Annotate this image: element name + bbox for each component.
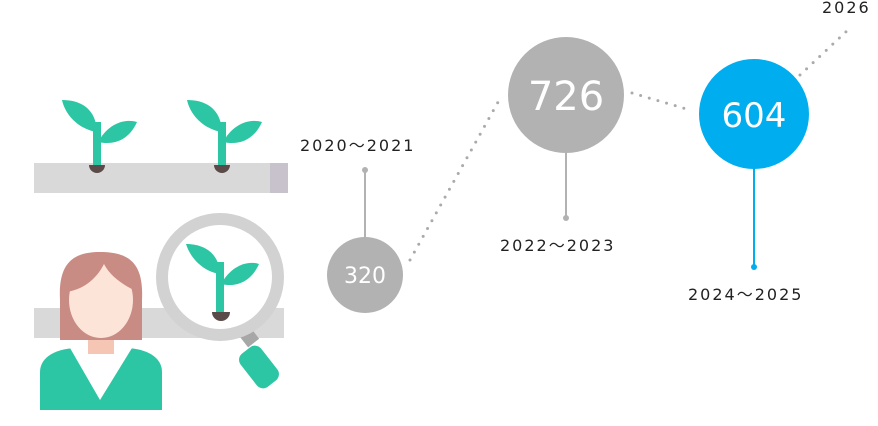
bubble-value: 726 xyxy=(528,74,604,120)
stem-dot xyxy=(563,215,569,221)
period-label: 2020～2021 xyxy=(300,136,416,155)
magnifier-icon xyxy=(156,213,284,389)
sprout-icon xyxy=(62,100,137,173)
shelf-top xyxy=(34,163,288,193)
bubble-2024-2025: 604 xyxy=(699,59,809,169)
researcher-illustration xyxy=(34,100,288,410)
connector-dotted xyxy=(798,26,852,77)
timeline-connectors xyxy=(408,26,852,262)
bubble-2022-2023: 726 xyxy=(508,37,624,153)
sprout-icon xyxy=(187,100,262,173)
stem-dot xyxy=(362,167,368,173)
person-icon xyxy=(40,252,162,410)
period-label: 2026 xyxy=(822,0,871,17)
stem-dot xyxy=(751,264,757,270)
timeline-bubbles: 320 726 604 xyxy=(327,37,809,313)
period-label: 2022～2023 xyxy=(500,236,616,255)
connector-dotted xyxy=(630,91,692,112)
period-label: 2024～2025 xyxy=(688,285,804,304)
bubble-2020-2021: 320 xyxy=(327,237,403,313)
bubble-value: 320 xyxy=(344,264,386,289)
connector-dotted xyxy=(408,93,504,262)
bubble-value: 604 xyxy=(722,96,787,136)
shelf-top-end xyxy=(270,163,288,193)
